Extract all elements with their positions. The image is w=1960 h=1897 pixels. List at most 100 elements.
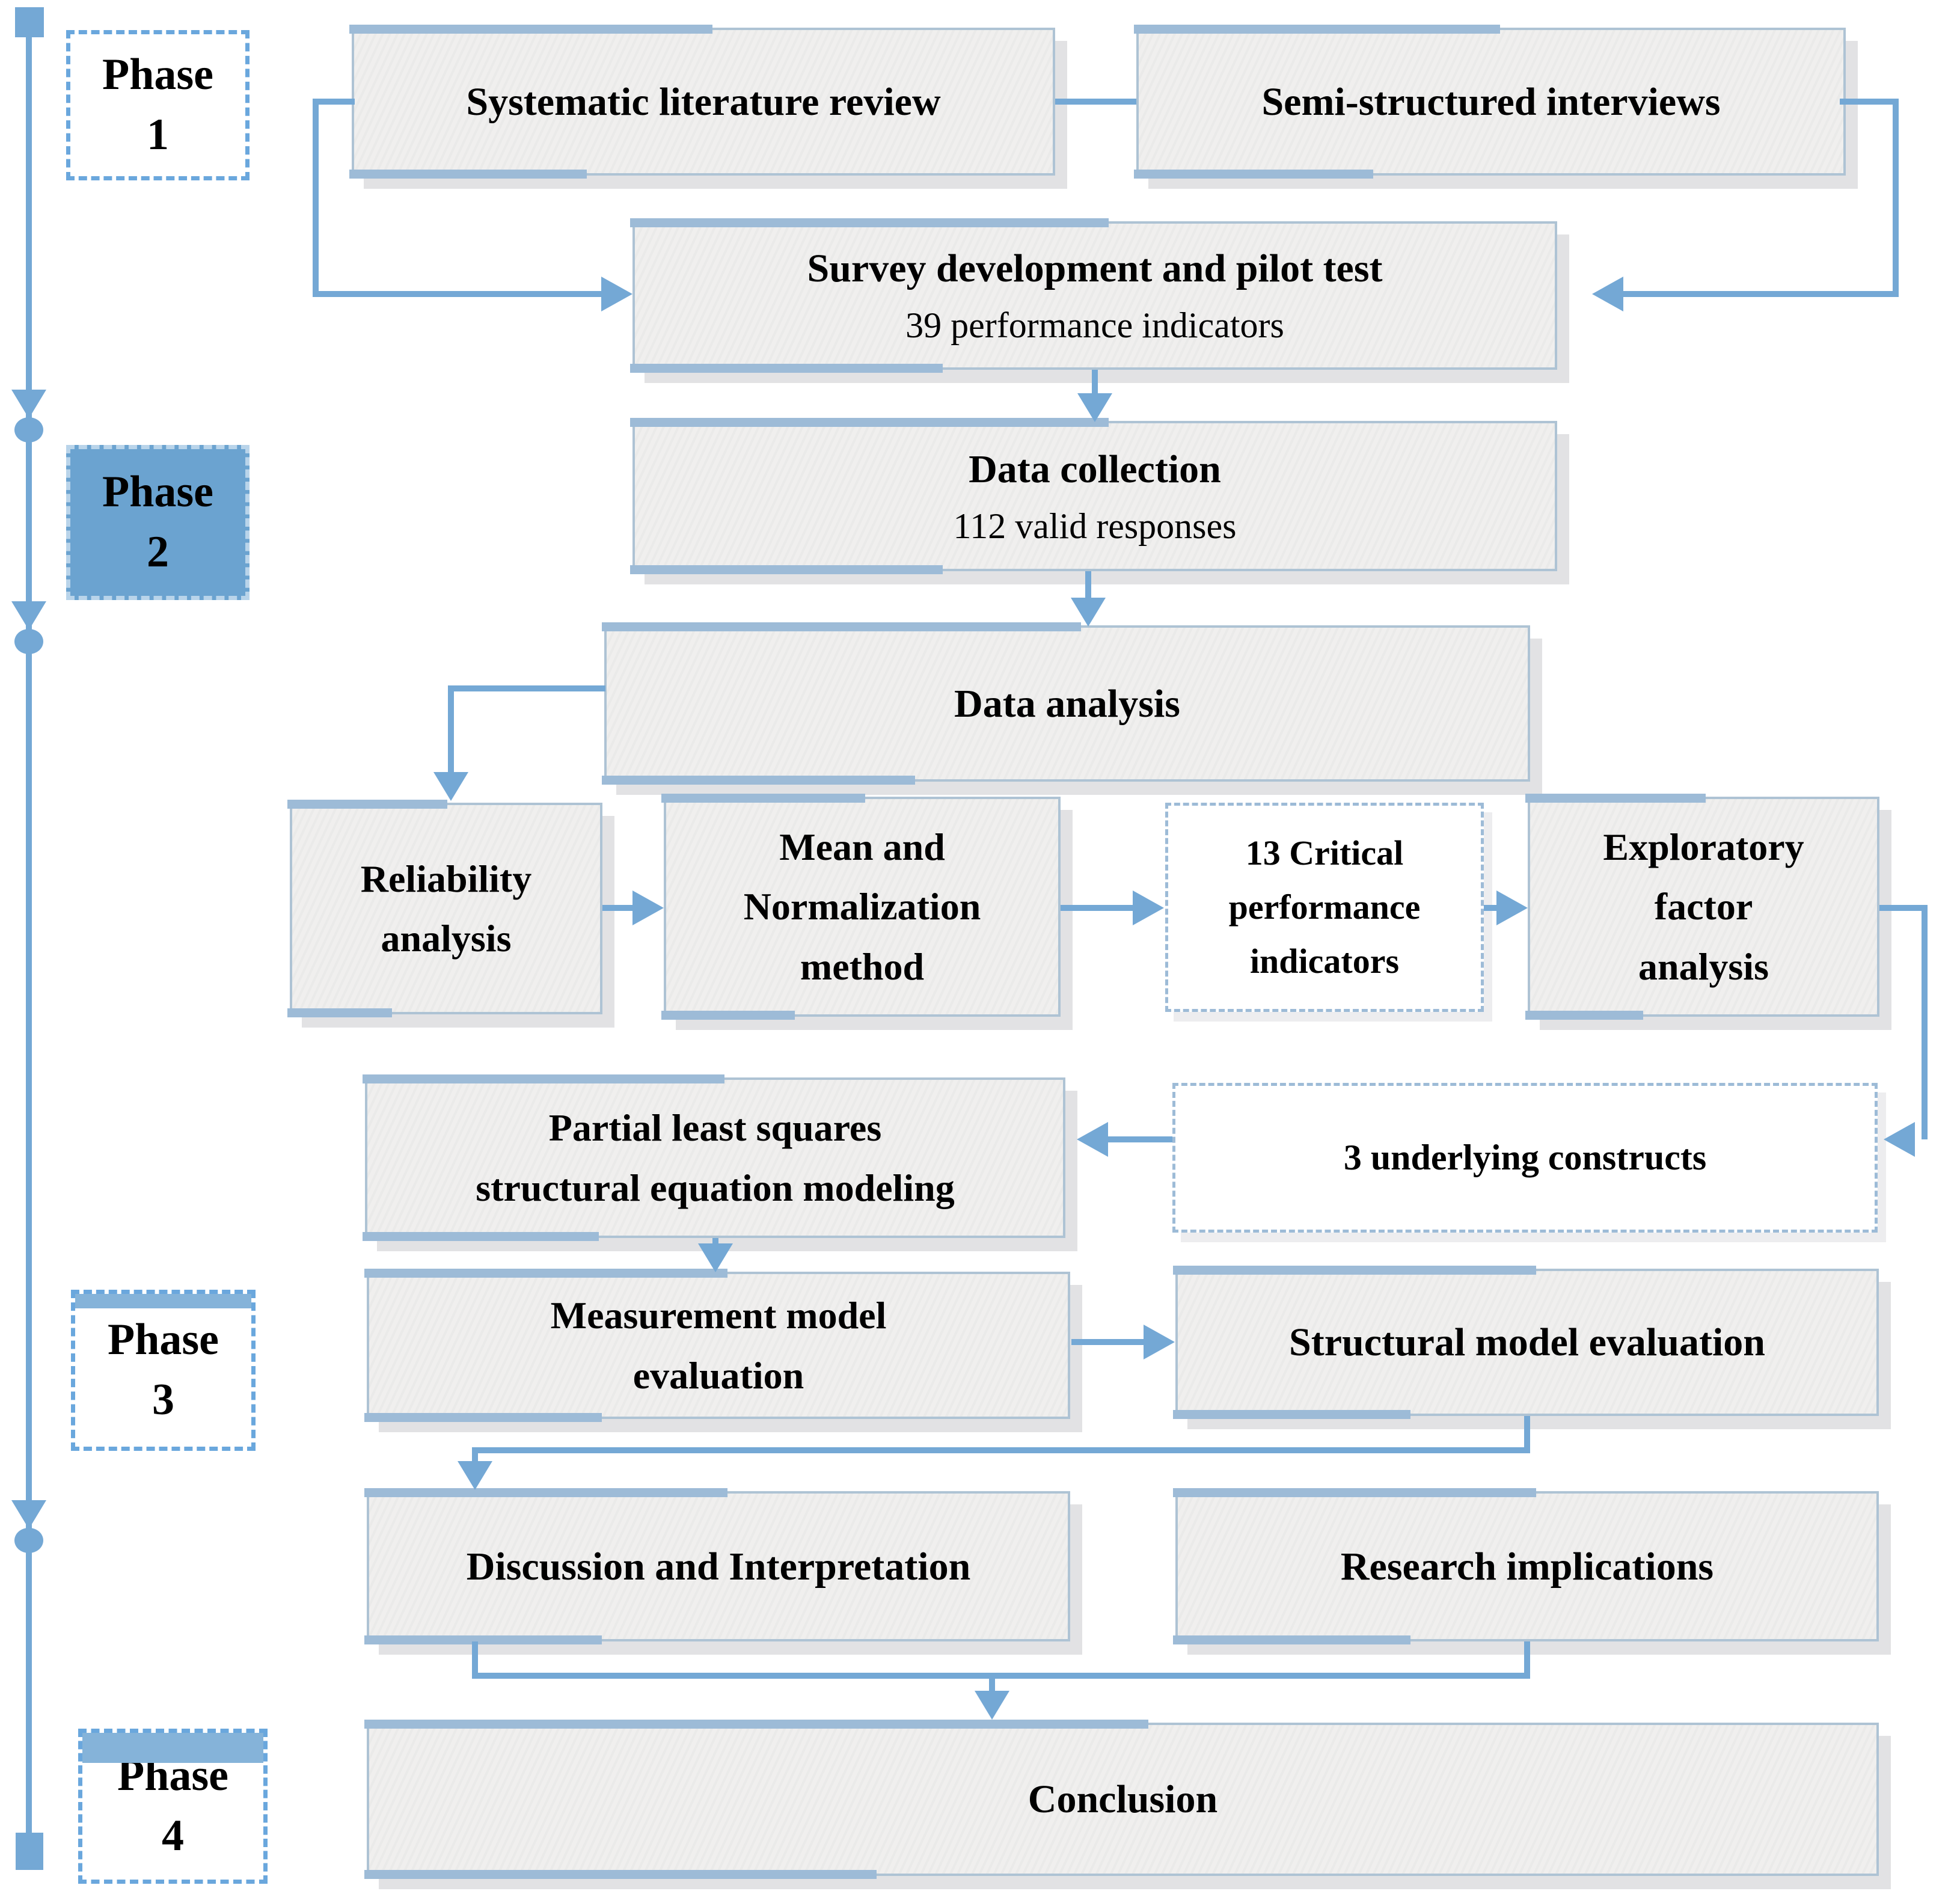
semi-structured-interviews-text: Semi-structured interviews [1261, 79, 1721, 124]
connector-slr-loop-h1 [313, 99, 355, 105]
mean-normalization-line2: Normalization [743, 885, 981, 928]
reliability-analysis-line2: analysis [381, 917, 512, 960]
timeline-dot-2 [14, 629, 43, 654]
timeline-dot-1 [14, 417, 43, 443]
box-measurement-model-evaluation: Measurement model evaluation [364, 1269, 1070, 1422]
exploratory-factor-line3: analysis [1638, 945, 1769, 988]
arrowhead-into-mean-icon [632, 890, 664, 925]
box-exploratory-factor-analysis: Exploratory factor analysis [1525, 794, 1879, 1020]
connector-ssi-loop-h2 [1623, 291, 1899, 297]
box-13-critical-performance-indicators: 13 Critical performance indicators [1165, 803, 1484, 1012]
phase-3-word: Phase [108, 1315, 219, 1365]
connector-ssi-loop-h1 [1840, 99, 1899, 105]
phase-1-number: 1 [147, 110, 169, 159]
connector-reliability-mean [602, 905, 634, 911]
phase-1-label: Phase 1 [66, 30, 250, 180]
timeline-dot-3 [14, 1528, 43, 1553]
survey-development-subtitle: 39 performance indicators [905, 305, 1284, 345]
discussion-interpretation-text: Discussion and Interpretation [466, 1544, 971, 1589]
measurement-model-line2: evaluation [632, 1353, 804, 1397]
connector-efa-constructs-v [1922, 905, 1928, 1139]
critical-indicators-line3: indicators [1249, 941, 1400, 981]
conclusion-text: Conclusion [1027, 1777, 1218, 1821]
arrowhead-into-mme-icon [698, 1243, 733, 1272]
structural-model-text: Structural model evaluation [1289, 1320, 1765, 1364]
critical-indicators-line1: 13 Critical [1245, 833, 1404, 873]
connector-sme-discussion-v2 [472, 1447, 478, 1464]
reliability-analysis-line1: Reliability [360, 857, 532, 900]
phase-2-word: Phase [102, 467, 213, 517]
phase-1-word: Phase [102, 50, 213, 100]
box-3-underlying-constructs: 3 underlying constructs [1172, 1083, 1878, 1233]
connector-discussion-down [472, 1641, 478, 1679]
phase-4-label: Phase 4 [78, 1729, 268, 1884]
data-collection-subtitle: 112 valid responses [953, 506, 1237, 546]
critical-indicators-line2: performance [1228, 887, 1421, 927]
systematic-literature-review-text: Systematic literature review [466, 79, 941, 124]
connector-dataanalysis-reliability-h [448, 685, 605, 691]
connector-datacollection-dataanalysis [1085, 571, 1091, 600]
connector-constructs-pls [1108, 1136, 1172, 1142]
timeline-rail [26, 24, 32, 1855]
phase-3-number: 3 [152, 1375, 174, 1424]
phase-2-number: 2 [147, 527, 169, 577]
box-survey-development: Survey development and pilot test 39 per… [630, 218, 1557, 373]
box-reliability-analysis: Reliability analysis [287, 800, 602, 1017]
arrowhead-into-pls-icon [1077, 1122, 1108, 1157]
arrowhead-into-critical-icon [1133, 890, 1164, 925]
connector-ssi-loop-v [1893, 99, 1899, 297]
box-discussion-interpretation: Discussion and Interpretation [364, 1488, 1070, 1644]
phase-3-label: Phase 3 [71, 1290, 256, 1451]
exploratory-factor-line1: Exploratory [1603, 826, 1804, 869]
arrowhead-into-sme-icon [1144, 1325, 1175, 1359]
phase-4-number: 4 [162, 1811, 184, 1860]
connector-mean-critical [1061, 905, 1134, 911]
connector-sme-discussion-v1 [1524, 1416, 1530, 1453]
exploratory-factor-line2: factor [1654, 885, 1753, 928]
connector-slr-loop-v [313, 99, 319, 297]
box-semi-structured-interviews: Semi-structured interviews [1134, 25, 1846, 179]
box-structural-model-evaluation: Structural model evaluation [1173, 1266, 1879, 1419]
data-collection-title: Data collection [969, 447, 1221, 491]
box-data-analysis: Data analysis [602, 622, 1530, 785]
connector-sme-discussion-h [472, 1447, 1530, 1453]
timeline-start-square [15, 7, 44, 37]
mean-normalization-line1: Mean and [779, 826, 945, 869]
pls-sem-line1: Partial least squares [548, 1106, 882, 1150]
research-implications-text: Research implications [1340, 1544, 1714, 1589]
arrowhead-into-constructs-icon [1884, 1122, 1915, 1157]
connector-slr-ssi [1055, 99, 1136, 105]
arrowhead-into-conclusion-icon [975, 1691, 1009, 1720]
arrowhead-into-reliability-icon [433, 772, 468, 801]
connector-mme-sme [1071, 1339, 1145, 1345]
box-mean-normalization-method: Mean and Normalization method [661, 794, 1061, 1020]
arrowhead-into-survey-left-icon [601, 277, 632, 311]
arrowhead-into-dataanalysis-icon [1071, 598, 1106, 627]
timeline-end-square [16, 1833, 43, 1870]
connector-implications-down [1524, 1641, 1530, 1679]
connector-slr-loop-h2 [313, 291, 601, 297]
pls-sem-line2: structural equation modeling [476, 1166, 955, 1209]
connector-survey-datacollection [1092, 370, 1098, 399]
mean-normalization-line3: method [800, 945, 925, 988]
phase-3-top-bar [75, 1294, 251, 1308]
box-data-collection: Data collection 112 valid responses [630, 418, 1557, 574]
survey-development-title: Survey development and pilot test [807, 247, 1383, 290]
connector-merge-h [472, 1673, 1530, 1679]
connector-critical-efa [1484, 905, 1499, 911]
connector-dataanalysis-reliability-v [448, 685, 454, 774]
connector-efa-constructs-h [1879, 905, 1928, 911]
arrowhead-into-discussion-icon [458, 1461, 492, 1490]
measurement-model-line1: Measurement model [550, 1294, 887, 1337]
box-conclusion: Conclusion [364, 1720, 1879, 1879]
timeline-arrow-2-icon [11, 601, 46, 630]
timeline-arrow-3-icon [11, 1500, 46, 1529]
box-systematic-literature-review: Systematic literature review [349, 25, 1055, 179]
arrowhead-into-efa-icon [1496, 890, 1528, 925]
data-analysis-text: Data analysis [954, 681, 1180, 726]
arrowhead-into-datacollection-icon [1077, 393, 1112, 422]
phase-4-top-bar [82, 1733, 263, 1763]
underlying-constructs-text: 3 underlying constructs [1343, 1138, 1707, 1177]
box-research-implications: Research implications [1173, 1488, 1879, 1644]
